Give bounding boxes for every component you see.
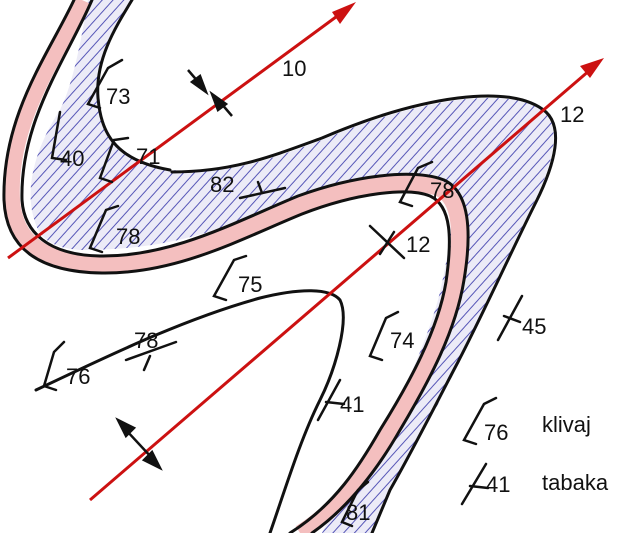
measurement-12: 12 — [406, 232, 430, 257]
measurement-76-low: 76 — [66, 364, 90, 389]
measurement-41-mid: 41 — [340, 392, 364, 417]
measurement-81: 81 — [346, 500, 370, 525]
inner-core-boundary — [34, 289, 345, 533]
legend-cleavage-value: 76 — [484, 420, 508, 445]
measurement-40: 40 — [60, 146, 84, 171]
axial-trace-lower — [89, 68, 591, 502]
measurement-45: 45 — [522, 314, 546, 339]
measurement-71: 71 — [136, 144, 160, 169]
strike-tick-41-mid — [324, 400, 346, 406]
measurement-78-low: 78 — [134, 328, 158, 353]
axial-trace-lower-label: 12 — [560, 102, 584, 127]
bed-inner-boundary — [20, 0, 470, 533]
dip-symbol-81 — [340, 480, 370, 528]
axial-trace-upper — [7, 12, 341, 260]
legend-bedding-value: 41 — [486, 472, 510, 497]
dip-symbol-78-left — [88, 204, 120, 254]
convergence-symbol — [187, 69, 233, 117]
legend-bedding-symbol — [460, 462, 488, 506]
dip-symbol-74 — [368, 310, 400, 362]
hatched-layer — [30, 0, 554, 533]
strike-tick-12 — [378, 230, 396, 256]
measurement-75: 75 — [238, 272, 262, 297]
measurement-78-left: 78 — [116, 224, 140, 249]
legend-cleavage-symbol — [462, 396, 498, 446]
dip-symbol-71 — [98, 136, 130, 184]
axial-trace-lower-arrowhead — [580, 58, 604, 78]
legend-bedding-tick — [468, 484, 490, 490]
axial-trace-upper-arrowhead — [332, 2, 356, 24]
dip-symbol-75 — [212, 254, 248, 302]
dip-symbol-78-hinge — [398, 160, 434, 208]
hatch-top-boundary — [170, 94, 558, 533]
marker-bed — [3, 0, 468, 533]
dip-symbol-40 — [50, 110, 68, 162]
divergence-symbol — [115, 417, 163, 471]
measurement-74: 74 — [390, 328, 414, 353]
hatch-outer-boundary — [96, 0, 172, 172]
strike-tick-82 — [256, 180, 264, 195]
measurement-78-hinge: 78 — [430, 178, 454, 203]
strike-tick-78-low — [142, 354, 152, 372]
measurement-82: 82 — [210, 172, 234, 197]
fold-outer-boundary — [2, 0, 451, 533]
dip-symbol-73 — [86, 58, 124, 110]
strike-tick-45 — [502, 314, 522, 324]
measurement-73: 73 — [106, 84, 130, 109]
legend-cleavage-label: klivaj — [542, 412, 591, 437]
strike-symbol-41-mid — [316, 378, 342, 422]
legend-bedding-label: tabaka — [542, 470, 609, 495]
dip-symbol-76-low — [42, 340, 66, 392]
axial-trace-upper-label: 10 — [282, 56, 306, 81]
strike-symbol-78-low — [124, 340, 178, 362]
